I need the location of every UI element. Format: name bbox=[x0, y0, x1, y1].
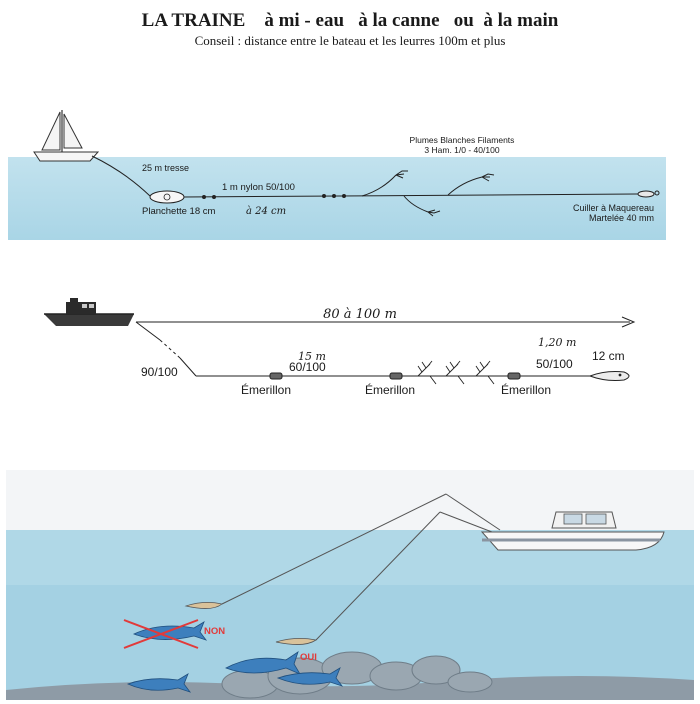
diagram-2-line-setup: 80 à 100 m 90/100 Émerillon Émerillon Ém… bbox=[44, 298, 636, 397]
section1-length: 15 m bbox=[298, 350, 326, 363]
trawler-boat-icon bbox=[44, 298, 134, 326]
feather-hooks-icon bbox=[417, 360, 495, 385]
wrong-position-fish bbox=[123, 619, 208, 649]
fishing-lines bbox=[221, 493, 501, 641]
sailboat-icon bbox=[33, 110, 100, 162]
bead-markers bbox=[202, 194, 346, 199]
diagram-1-trolling-rig: 25 m tresse Planchette 18 cm à 24 cm 1 m… bbox=[8, 110, 666, 240]
swivel-icon bbox=[269, 372, 521, 380]
planchette-label: Planchette 18 cm bbox=[142, 206, 215, 217]
plumes-detail: 3 Ham. 1/0 - 40/100 bbox=[424, 145, 499, 155]
tresse-label: 25 m tresse bbox=[142, 163, 189, 173]
right-position-fish bbox=[126, 651, 344, 693]
spoon-lure-icon bbox=[637, 190, 660, 198]
swivel-label-1: Émerillon bbox=[241, 382, 291, 397]
depth-label: 90/100 bbox=[141, 365, 178, 379]
swivel-label-3: Émerillon bbox=[501, 382, 551, 397]
diagram-3-depth-illustration: NON OUI bbox=[6, 470, 694, 700]
motorboat-icon bbox=[480, 511, 665, 551]
nylon-label: 1 m nylon 50/100 bbox=[222, 182, 295, 193]
planchette-icon bbox=[149, 190, 185, 204]
section1-diameter: 60/100 bbox=[289, 360, 326, 374]
right-label: OUI bbox=[300, 652, 317, 663]
lure-size-label: 12 cm bbox=[592, 349, 625, 363]
section2-diameter: 50/100 bbox=[536, 357, 573, 371]
wrong-label: NON bbox=[204, 626, 225, 637]
swivel-label-2: Émerillon bbox=[365, 382, 415, 397]
lure-icon bbox=[184, 602, 318, 645]
page-title: LA TRAINE à mi - eau à la canne ou à la … bbox=[141, 10, 559, 31]
cuiller-label: Cuiller à Maquereau bbox=[573, 203, 654, 213]
distance-label: 80 à 100 m bbox=[323, 307, 397, 322]
seabed bbox=[6, 676, 694, 700]
planchette-handwritten: à 24 cm bbox=[246, 206, 286, 217]
plumes-title: Plumes Blanches Filaments bbox=[410, 135, 515, 145]
feather-lure-icon bbox=[361, 170, 495, 217]
plug-lure-icon bbox=[588, 371, 630, 381]
cuiller-detail: Martelée 40 mm bbox=[589, 213, 654, 223]
section2-length: 1,20 m bbox=[538, 336, 576, 349]
page-subtitle: Conseil : distance entre le bateau et le… bbox=[194, 33, 506, 48]
water-band bbox=[8, 157, 666, 240]
